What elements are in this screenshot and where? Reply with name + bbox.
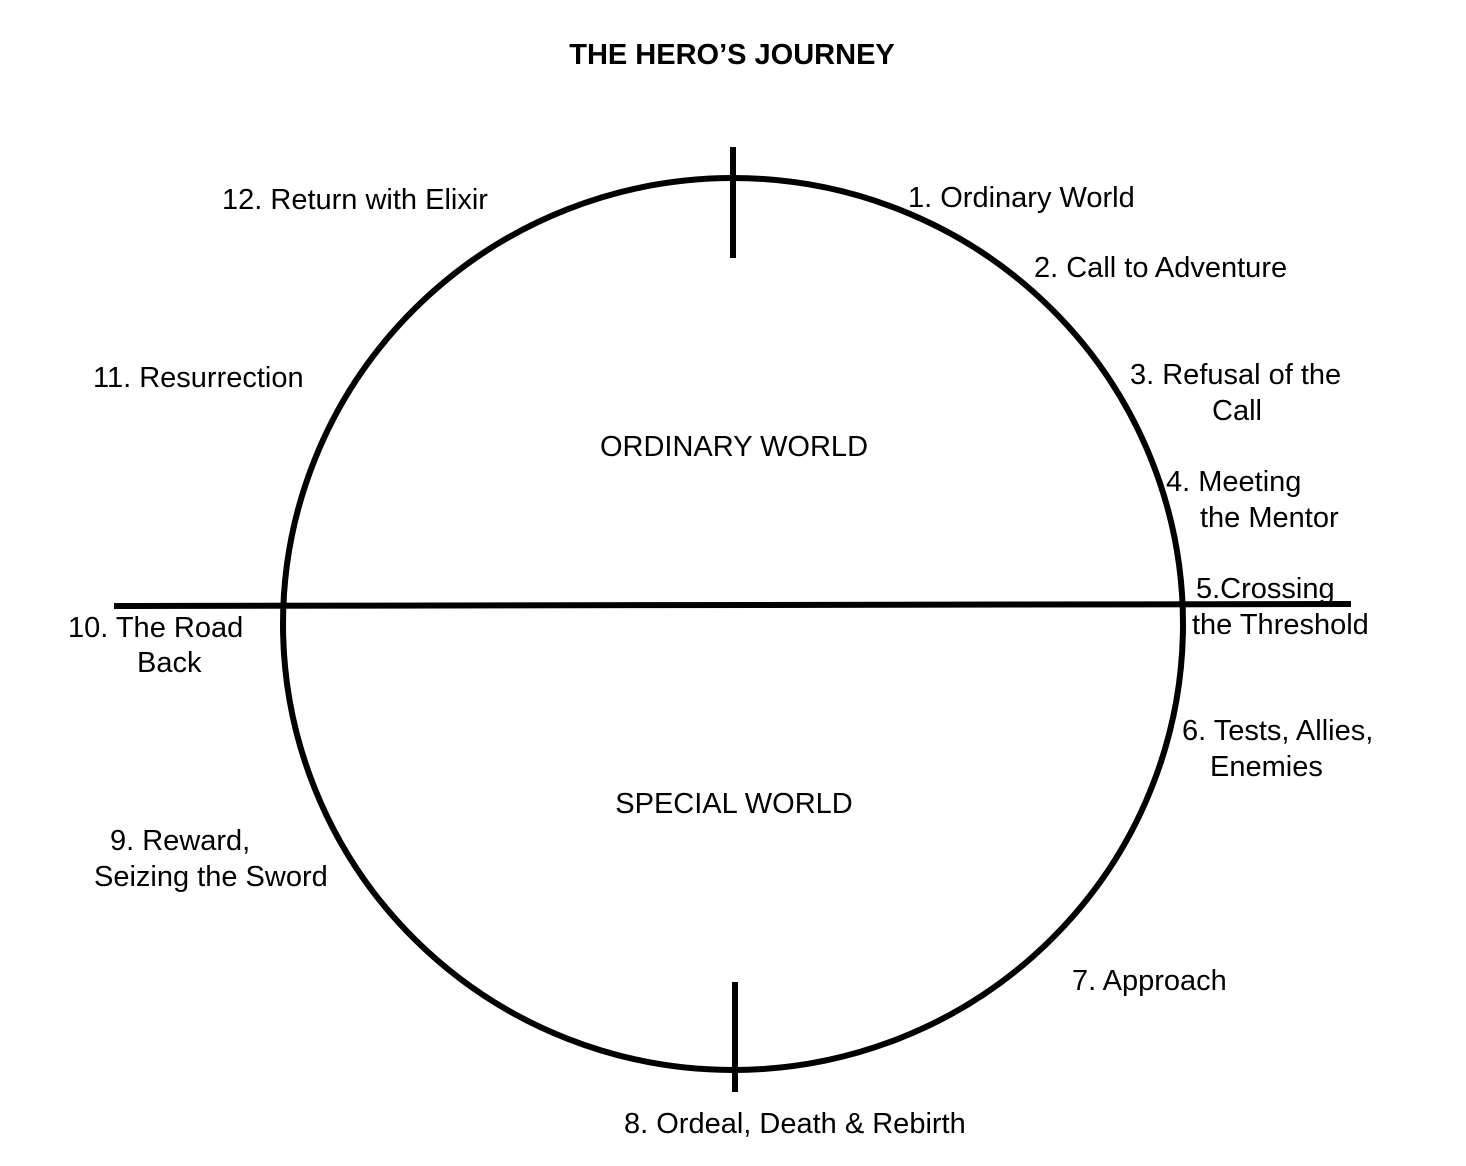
stage-label-3-line-2: Call [1212, 395, 1262, 427]
stage-label-10: 10. The Road Back [68, 612, 251, 679]
stage-label-12-line: 12. Return with Elixir [222, 184, 488, 216]
stage-label-7-line: 7. Approach [1072, 965, 1227, 997]
stage-label-6-line-1: 6. Tests, Allies, [1182, 715, 1373, 747]
threshold-line [113, 601, 1352, 609]
stage-label-1-line: 1. Ordinary World [908, 182, 1135, 214]
stage-label-2: 2. Call to Adventure [1034, 252, 1287, 284]
stage-label-3-line-1: 3. Refusal of the [1130, 359, 1341, 391]
stage-label-11: 11. Resurrection [93, 362, 304, 394]
stage-label-7: 7. Approach [1072, 965, 1227, 997]
stage-labels: 1. Ordinary World 2. Call to Adventure 3… [68, 182, 1381, 1140]
stage-label-5: 5.Crossing the Threshold [1192, 573, 1369, 641]
stage-label-11-line: 11. Resurrection [93, 362, 304, 394]
stage-label-9-line-1: 9. Reward, [110, 825, 250, 857]
stage-label-4-line-1: 4. Meeting [1166, 466, 1301, 498]
special-world-label: SPECIAL WORLD [615, 788, 852, 820]
stage-label-10-line-2: Back [137, 647, 202, 679]
stage-label-6: 6. Tests, Allies, Enemies [1182, 715, 1381, 783]
journey-circle [280, 175, 1186, 1073]
stage-label-6-line-2: Enemies [1210, 751, 1323, 783]
stage-label-3: 3. Refusal of the Call [1130, 359, 1349, 427]
ordinary-world-label: ORDINARY WORLD [600, 431, 868, 463]
stage-label-8-line: 8. Ordeal, Death & Rebirth [624, 1108, 966, 1140]
stage-label-5-line-2: the Threshold [1192, 609, 1369, 641]
stage-label-12: 12. Return with Elixir [222, 184, 488, 216]
stage-label-9-line-2: Seizing the Sword [94, 861, 328, 893]
stage-label-1: 1. Ordinary World [908, 182, 1135, 214]
stage-label-8: 8. Ordeal, Death & Rebirth [624, 1108, 966, 1140]
stage-label-9: 9. Reward, Seizing the Sword [94, 825, 328, 893]
diagram-title: THE HERO’S JOURNEY [569, 39, 895, 71]
stage-label-4-line-2: the Mentor [1200, 502, 1339, 534]
stage-label-10-line-1: 10. The Road [68, 612, 243, 644]
stage-label-5-line-1: 5.Crossing [1196, 573, 1335, 605]
stage-label-4: 4. Meeting the Mentor [1166, 466, 1339, 534]
stage-label-2-line: 2. Call to Adventure [1034, 252, 1287, 284]
